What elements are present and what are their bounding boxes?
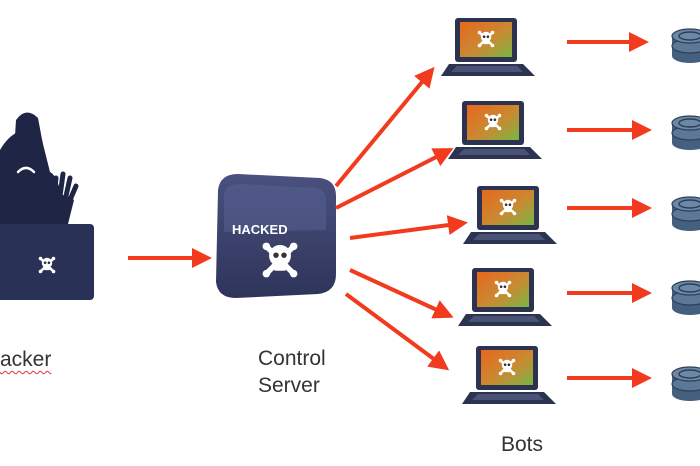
bot-laptop-icon: [441, 18, 535, 76]
coin-stack-icon: [671, 366, 700, 402]
control-label-line1: Control: [258, 347, 326, 370]
arrows-bots-to-coins: [567, 32, 652, 388]
hacker-laptop-icon: [0, 224, 94, 300]
coin-stack-icon: [671, 196, 700, 232]
coin-stack-icon: [671, 28, 700, 64]
control-server-label: Control Server: [258, 345, 348, 399]
control-label-line2: Server: [258, 374, 320, 397]
bot-laptop-icon: [458, 268, 552, 326]
bot-laptop-icon: [462, 346, 556, 404]
server-badge-text: HACKED: [232, 222, 288, 237]
bot-laptop-icon: [463, 186, 557, 244]
coin-stack-icon: [671, 115, 700, 151]
bots-label: Bots: [501, 433, 544, 456]
control-server-icon: HACKED: [216, 174, 336, 298]
coin-stack-icon: [671, 280, 700, 316]
hacker-figure-icon: [0, 112, 79, 232]
arrows-server-to-bots: [334, 66, 468, 371]
hacker-label: acker: [0, 348, 52, 371]
bot-laptop-icon: [448, 101, 542, 159]
